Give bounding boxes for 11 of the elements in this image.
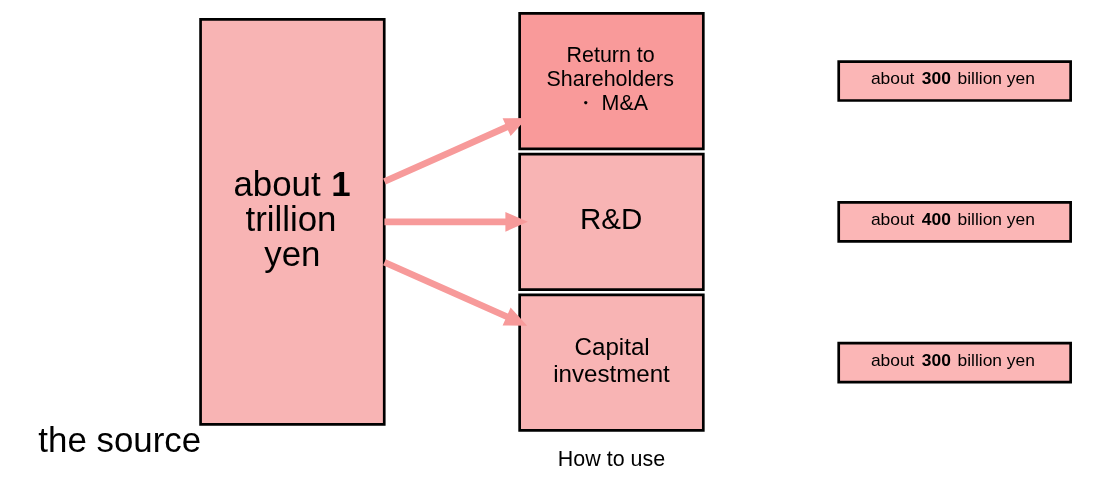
node-box: Capital investment bbox=[517, 293, 705, 432]
node-box: R&D bbox=[517, 152, 705, 291]
node-box: about 1 trillion yen bbox=[198, 18, 386, 426]
arrow bbox=[383, 212, 528, 232]
label: How to use bbox=[557, 446, 665, 471]
node-label: the source bbox=[37, 420, 201, 460]
node-box: about 300 billion yen bbox=[836, 341, 1072, 384]
arrow bbox=[382, 259, 527, 326]
node-box: Return to Shareholders ・ M&A bbox=[517, 12, 705, 151]
node-box: about 300 billion yen bbox=[836, 60, 1072, 102]
node-box: about 400 billion yen bbox=[836, 201, 1072, 243]
